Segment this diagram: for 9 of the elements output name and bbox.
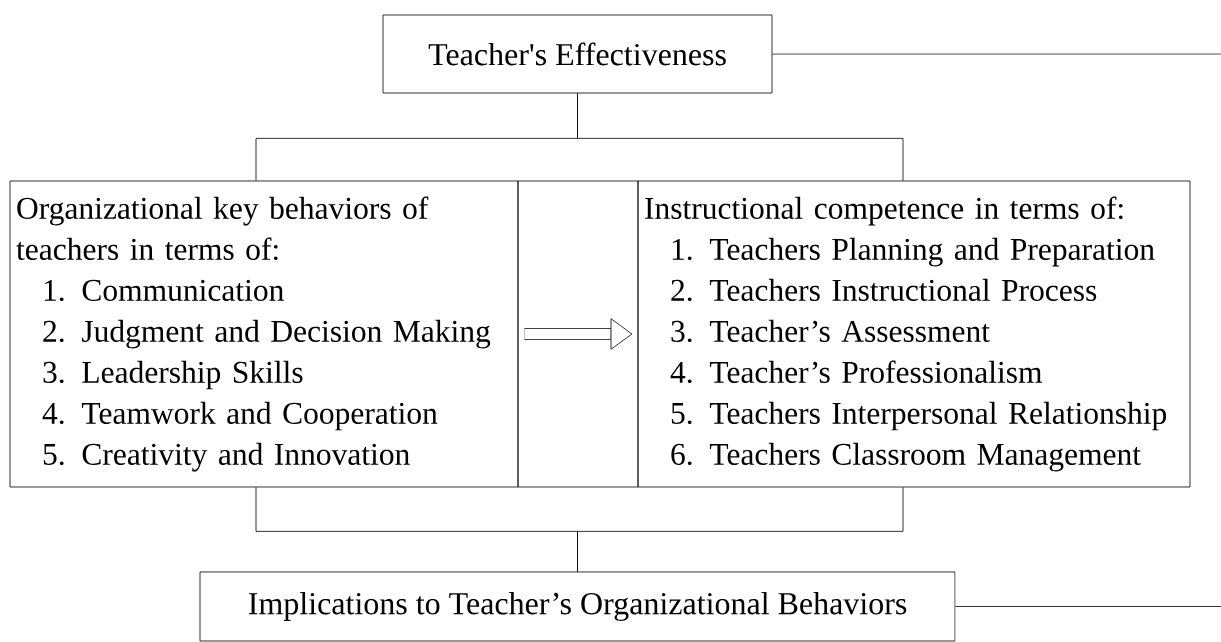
connector-line: [577, 93, 904, 181]
list-box: Organizational key behaviors of teachers in terms of: 1. Communication 2. Judgment and Decision Making 3. Leadership Skills 4. Teamwork and Cooperation 5. Creativity and Innovation: [9, 180, 519, 488]
list-box: Instructional competence in terms of: 1. Teachers Planning and Preparation 2. Teachers Instructional Process 3. Teacher’s Assessment 4. Teacher’s Professionalism 5. Teachers Interpersonal Relationship 6. Teachers Classroom Management: [637, 180, 1191, 488]
line: [955, 606, 1221, 607]
title-box: Implications to Teacher’s Organizational Behaviors: [199, 571, 956, 642]
title-box: Teacher's Effectiveness: [382, 14, 773, 94]
connector-line: [577, 487, 904, 572]
block-arrow: [524, 318, 633, 350]
line: [772, 53, 1221, 55]
